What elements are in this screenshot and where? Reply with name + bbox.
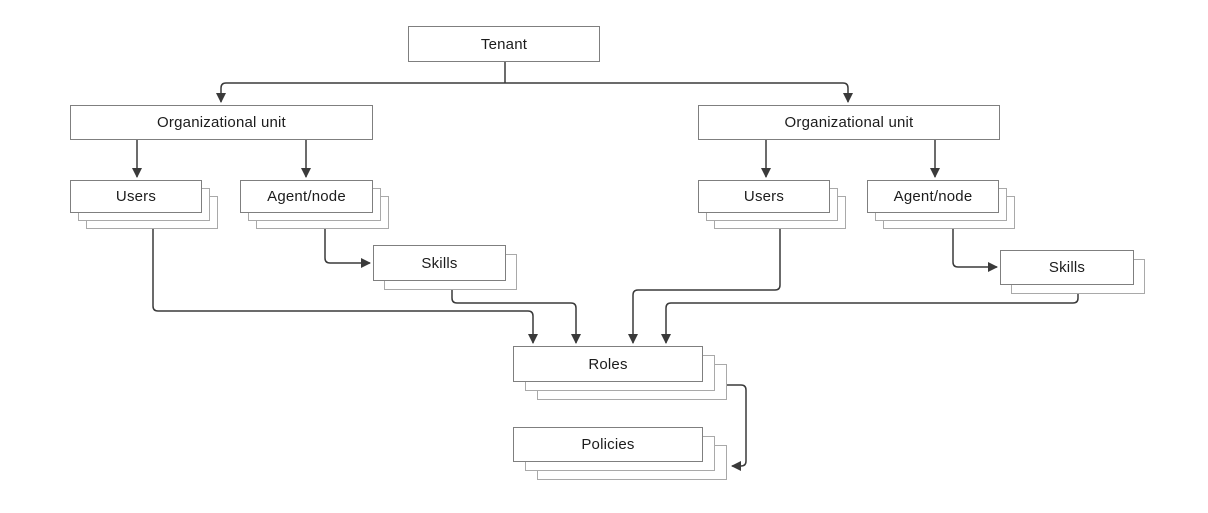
node-box: Users [70, 180, 202, 213]
edge-skills-right-to-roles [661, 294, 1079, 344]
node-policies: Policies [513, 427, 727, 480]
node-label: Skills [1048, 259, 1086, 276]
edge-tenant-to-ou-right [505, 82, 853, 103]
node-box: Tenant [408, 26, 600, 62]
node-label: Users [743, 188, 785, 205]
node-ou-left: Organizational unit [70, 105, 373, 140]
node-users-left: Users [70, 180, 218, 229]
node-roles: Roles [513, 346, 727, 400]
edge-skills-left-to-roles [451, 290, 581, 344]
node-label: Tenant [480, 35, 528, 53]
node-skills-left: Skills [373, 245, 517, 290]
edge-users-left-to-roles [152, 229, 538, 344]
node-box: Skills [373, 245, 506, 281]
node-box: Organizational unit [70, 105, 373, 140]
node-label: Policies [581, 436, 635, 453]
node-label: Organizational unit [157, 114, 286, 131]
edge-agent-right-to-skills-right [952, 229, 998, 272]
node-box: Organizational unit [698, 105, 1000, 140]
node-label: Agent/node [893, 188, 973, 205]
node-tenant: Tenant [408, 26, 600, 62]
node-box: Policies [513, 427, 703, 462]
edge-agent-left-to-skills-left [324, 229, 371, 268]
edge-roles-to-policies [727, 384, 747, 471]
node-box: Skills [1000, 250, 1134, 285]
edge-users-right-to-roles [628, 229, 781, 344]
node-label: Agent/node [267, 188, 346, 205]
node-ou-right: Organizational unit [698, 105, 1000, 140]
node-label: Organizational unit [784, 114, 914, 131]
node-box: Agent/node [867, 180, 999, 213]
edge-tenant-to-ou-left [216, 82, 505, 103]
node-agent-right: Agent/node [867, 180, 1015, 229]
node-label: Skills [421, 254, 458, 272]
node-label: Roles [588, 355, 628, 373]
node-agent-left: Agent/node [240, 180, 389, 229]
node-box: Roles [513, 346, 703, 382]
node-label: Users [115, 188, 157, 205]
node-users-right: Users [698, 180, 846, 229]
node-skills-right: Skills [1000, 250, 1145, 294]
node-box: Agent/node [240, 180, 373, 213]
node-box: Users [698, 180, 830, 213]
